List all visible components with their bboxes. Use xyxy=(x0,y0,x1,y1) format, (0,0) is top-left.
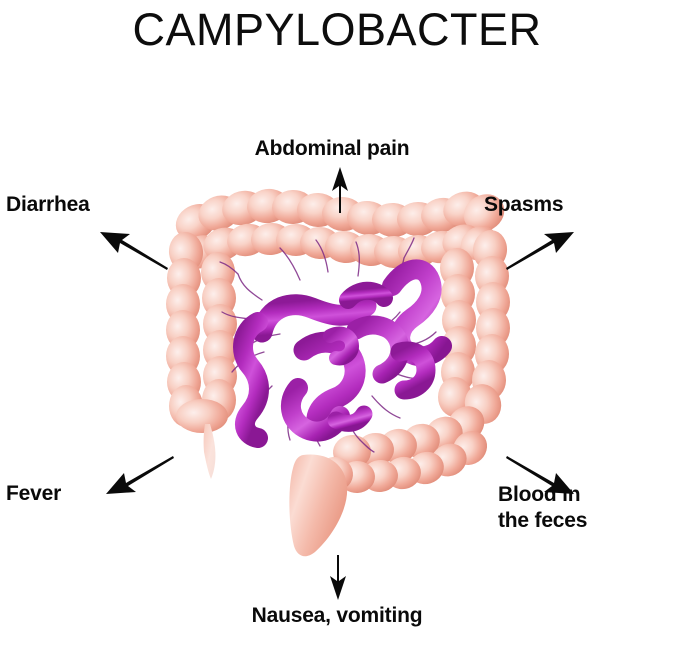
label-nausea-vomiting: Nausea, vomiting xyxy=(251,604,423,627)
sigmoid-colon xyxy=(317,406,488,494)
arrow-abdominal-pain xyxy=(332,167,348,213)
arrow-diarrhea xyxy=(100,232,168,270)
arrow-fever xyxy=(106,456,174,494)
transverse-colon xyxy=(175,188,505,269)
label-fever: Fever xyxy=(6,482,62,505)
label-spasms: Spasms xyxy=(484,193,564,216)
label-diarrhea: Diarrhea xyxy=(6,193,90,216)
label-blood-in-the-feces: Blood in the feces xyxy=(498,483,588,532)
colon-body xyxy=(166,188,510,557)
page-title: CAMPYLOBACTER xyxy=(132,4,542,55)
campylobacter-bacteria xyxy=(233,259,452,448)
arrow-blood-in-the-feces xyxy=(506,456,574,494)
ascending-colon xyxy=(166,232,237,433)
appendix xyxy=(203,424,216,479)
rectum xyxy=(289,454,348,557)
label-abdominal-pain: Abdominal pain xyxy=(254,137,410,160)
arrow-nausea-vomiting xyxy=(330,555,346,600)
arrow-spasms xyxy=(506,232,574,270)
